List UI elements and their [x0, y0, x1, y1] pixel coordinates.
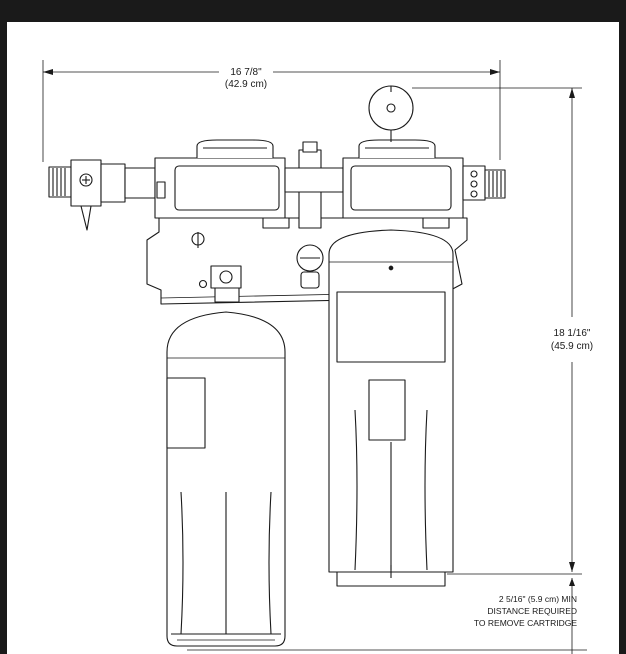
height-metric-label: (45.9 cm): [551, 341, 593, 352]
clearance-dimension: [187, 578, 587, 654]
height-imperial-label: 18 1/16": [554, 328, 591, 339]
filter-system-diagram: 16 7/8" (42.9 cm) 18 1/16" (45.9 cm) 2 5…: [42, 60, 593, 654]
clearance-line-3: TO REMOVE CARTRIDGE: [474, 618, 577, 628]
clearance-line-2: DISTANCE REQUIRED: [487, 606, 577, 616]
clearance-line-1: 2 5/16" (5.9 cm) MIN: [499, 594, 577, 604]
width-metric-label: (42.9 cm): [225, 79, 267, 90]
width-imperial-label: 16 7/8": [230, 67, 262, 78]
height-dimension: [412, 87, 582, 575]
filter-head-manifold: [48, 85, 506, 289]
width-dimension: [42, 60, 501, 162]
left-filter-cartridge: [166, 265, 286, 647]
right-filter-cartridge: [328, 229, 454, 587]
